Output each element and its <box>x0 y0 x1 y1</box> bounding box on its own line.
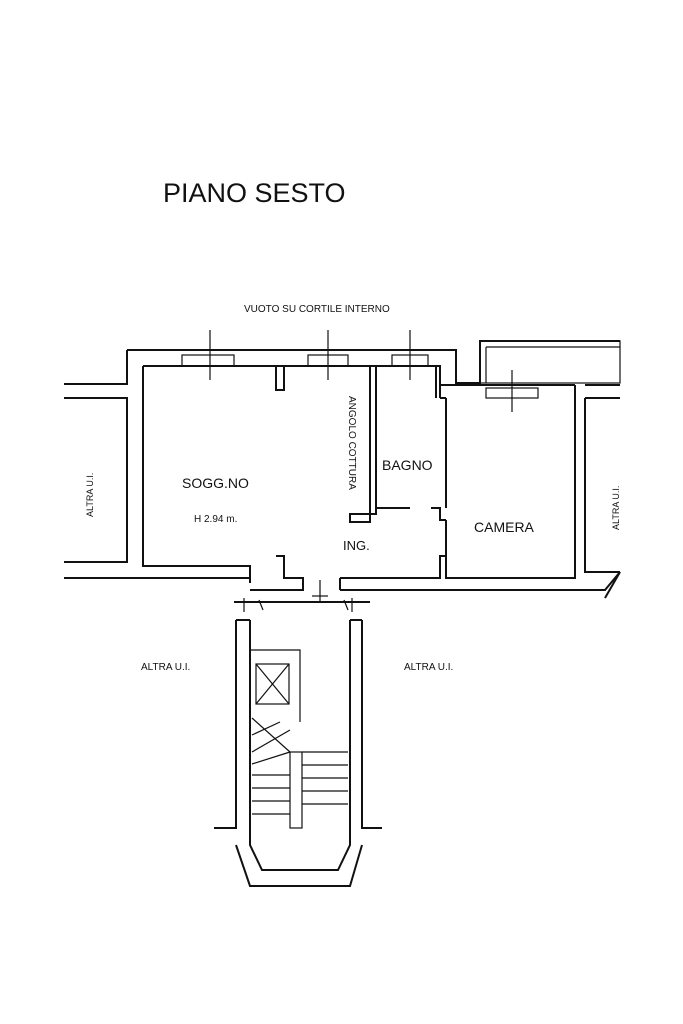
courtyard-note: VUOTO SU CORTILE INTERNO <box>244 304 390 315</box>
entrance-walls <box>250 555 446 591</box>
neighbor-bottom-left-label: ALTRA U.I. <box>141 662 190 673</box>
neighbor-right-label: ALTRA U.I. <box>611 486 621 530</box>
staircase <box>251 717 348 829</box>
windows <box>181 330 539 412</box>
room-bagno: BAGNO <box>382 457 433 473</box>
landing <box>234 580 370 612</box>
neighbor-left-label: ALTRA U.I. <box>85 473 95 517</box>
plan-title: PIANO SESTO <box>163 178 346 208</box>
room-soggiorno: SOGG.NO <box>182 475 249 491</box>
neighbor-bottom-right-label: ALTRA U.I. <box>404 662 453 673</box>
apartment-outer-walls <box>64 340 620 583</box>
right-walls <box>340 384 621 599</box>
balcony <box>479 340 621 384</box>
room-height: H 2.94 m. <box>194 514 237 525</box>
room-angolo-cottura: ANGOLO COTTURA <box>346 396 357 490</box>
interior-partitions <box>275 366 446 523</box>
stairwell <box>214 619 382 887</box>
elevator <box>250 649 301 722</box>
room-ingresso: ING. <box>343 538 370 553</box>
room-camera: CAMERA <box>474 519 535 535</box>
